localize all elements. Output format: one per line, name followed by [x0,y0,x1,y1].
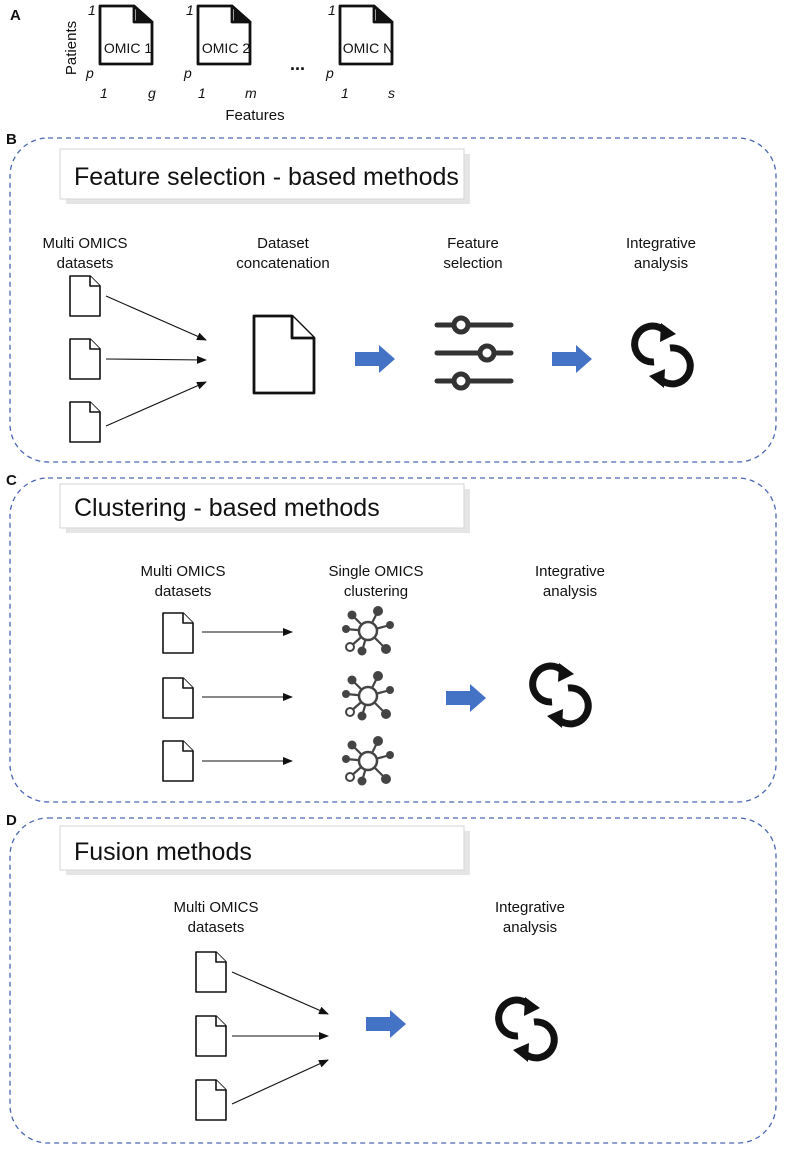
step-label: Dataset [257,235,310,252]
document-icon [195,951,227,993]
blue-arrow-icon [552,345,592,373]
step-label: Integrative [626,235,696,252]
step-label: datasets [188,919,245,936]
ellipsis: ... [290,54,305,74]
panel-d-border [9,817,777,1144]
omic-label: OMIC N [343,40,394,56]
panel-b-title-box: Feature selection - based methods [59,148,470,204]
document-icon [162,612,194,654]
blue-arrow-icon [446,684,486,712]
integration-cycle-icon [499,997,555,1062]
step-label: clustering [344,583,408,600]
panel-d: D Fusion methods Multi OMICS datasets In… [6,812,777,1144]
panel-d-title: Fusion methods [74,838,252,866]
step-label: selection [443,255,502,272]
step-label: Feature [447,235,499,252]
document-icon [162,677,194,719]
integration-cycle-icon [533,663,589,728]
step-label: datasets [57,255,114,272]
panel-d-title-box: Fusion methods [59,825,470,875]
panel-c-title-box: Clustering - based methods [59,483,470,533]
connector-arrow [105,355,207,364]
omic-2-matrix: OMIC 2 1 p 1 m [183,2,257,101]
patients-axis-label: Patients [63,21,80,75]
panel-letter-d: D [6,812,17,829]
connector-arrow [231,971,329,1015]
document-icon [69,275,101,317]
step-label: Single OMICS [328,563,423,580]
omic-label: OMIC 2 [202,40,250,56]
panel-letter-b: B [6,131,17,148]
panel-c-title: Clustering - based methods [74,494,380,522]
connector-arrow [231,1059,329,1105]
document-icon [69,401,101,443]
integration-cycle-icon [635,323,691,388]
connector-arrow [105,295,207,341]
panel-letter-c: C [6,472,17,489]
step-label: analysis [503,919,557,936]
row-start-label: 1 [328,2,336,18]
step-label: Integrative [535,563,605,580]
col-start-label: 1 [341,85,349,101]
row-start-label: 1 [186,2,194,18]
panel-c-border [9,477,777,803]
panel-a: A Patients OMIC 1 1 p 1 g OMIC 2 1 p 1 m… [10,2,395,124]
step-label: analysis [543,583,597,600]
row-end-label: p [85,65,94,81]
cluster-network-icon [340,669,396,722]
row-end-label: p [325,65,334,81]
col-start-label: 1 [100,85,108,101]
step-label: Integrative [495,899,565,916]
step-label: analysis [634,255,688,272]
panel-letter-a: A [10,7,21,24]
panel-c: C Clustering - based methods Multi OMICS… [6,472,777,803]
document-icon [252,314,316,395]
cluster-network-icon [340,734,396,787]
step-label: Multi OMICS [140,563,225,580]
connector-arrow [105,381,207,427]
omic-label: OMIC 1 [104,40,152,56]
features-axis-label: Features [225,107,284,124]
col-end-label: m [245,85,257,101]
omic-1-matrix: OMIC 1 1 p 1 g [85,2,156,101]
document-icon [162,740,194,782]
step-label: Multi OMICS [173,899,258,916]
omic-n-matrix: OMIC N 1 p 1 s [325,2,395,101]
panel-b-border [9,137,777,463]
document-icon [195,1015,227,1057]
col-start-label: 1 [198,85,206,101]
row-start-label: 1 [88,2,96,18]
document-icon [195,1079,227,1121]
blue-arrow-icon [366,1010,406,1038]
col-end-label: s [388,85,395,101]
step-label: concatenation [236,255,329,272]
row-end-label: p [183,65,192,81]
step-label: Multi OMICS [42,235,127,252]
panel-b-title: Feature selection - based methods [74,163,459,191]
panel-b: B Feature selection - based methods Mult… [6,131,777,463]
document-icon [69,338,101,380]
cluster-network-icon [340,604,396,657]
col-end-label: g [148,85,156,101]
step-label: datasets [155,583,212,600]
blue-arrow-icon [355,345,395,373]
sliders-icon [437,318,511,388]
